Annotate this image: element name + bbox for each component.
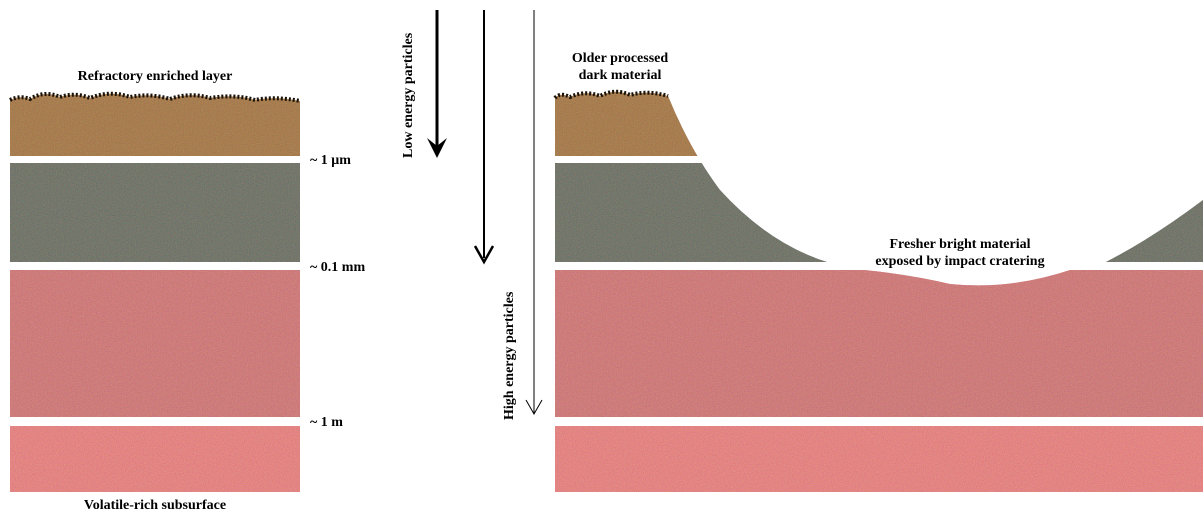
mid-arrow xyxy=(473,10,495,265)
low-energy-label: Low energy particles xyxy=(401,32,416,158)
fresher-material-label: Fresher bright material exposed by impac… xyxy=(840,236,1080,270)
depth-01mm-label: ~ 0.1 mm xyxy=(310,260,366,275)
right-column xyxy=(555,91,1203,492)
refractory-layer-label: Refractory enriched layer xyxy=(77,69,233,84)
fresher-line2: exposed by impact cratering xyxy=(875,254,1045,269)
left-column xyxy=(9,91,301,492)
older-material-line1: Older processed xyxy=(571,51,669,66)
depth-1m-label: ~ 1 m xyxy=(310,415,343,430)
high-energy-arrow xyxy=(525,10,543,416)
depth-1um-label: ~ 1 μm xyxy=(310,153,351,168)
older-material-label: Older processed dark material xyxy=(555,50,685,84)
fresher-line1: Fresher bright material xyxy=(889,237,1031,252)
high-energy-label: High energy particles xyxy=(502,291,517,420)
volatile-subsurface-label: Volatile-rich subsurface xyxy=(83,498,227,513)
low-energy-arrow xyxy=(427,10,447,158)
older-material-line2: dark material xyxy=(578,68,662,83)
